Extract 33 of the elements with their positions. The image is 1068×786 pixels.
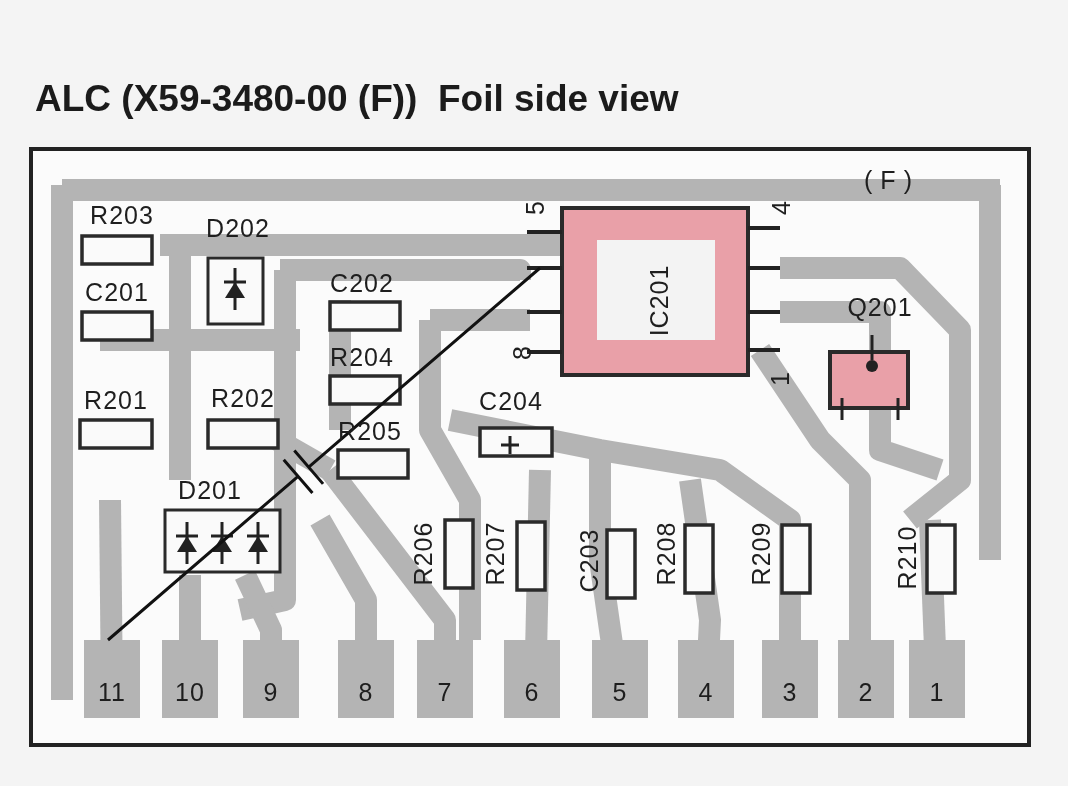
pin-number: 1 [767, 370, 793, 386]
terminal-number: 10 [175, 679, 205, 705]
board-version-label: (F) [864, 167, 920, 193]
diagram-title: ALC (X59-3480-00 (F)) Foil side view [35, 80, 679, 117]
component-label: R201 [84, 387, 148, 413]
terminal-number: 6 [524, 679, 540, 705]
terminal-number: 2 [858, 679, 874, 705]
component-label: D201 [178, 477, 242, 503]
terminal-number: 5 [612, 679, 628, 705]
terminal-number: 8 [358, 679, 374, 705]
component-label: R203 [90, 202, 154, 228]
component-label: R204 [330, 344, 394, 370]
component-label: IC201 [647, 264, 673, 336]
component-label: C201 [85, 279, 149, 305]
component-label: R210 [895, 525, 921, 589]
component-label: D202 [206, 215, 270, 241]
component-label: R206 [411, 521, 437, 585]
component-label: C202 [330, 270, 394, 296]
component-label: C204 [479, 388, 543, 414]
pin-number: 4 [768, 199, 794, 215]
terminal-number: 4 [698, 679, 714, 705]
terminal-number: 3 [782, 679, 798, 705]
component-label: C203 [577, 528, 603, 592]
terminal-number: 7 [437, 679, 453, 705]
terminal-number: 11 [98, 679, 126, 705]
component-label: R208 [654, 521, 680, 585]
terminal-number: 9 [263, 679, 279, 705]
component-label: Q201 [847, 294, 913, 320]
component-label: R209 [749, 521, 775, 585]
component-label: R207 [483, 521, 509, 585]
component-label: R202 [211, 385, 275, 411]
pin-number: 5 [522, 199, 548, 215]
terminal-number: 1 [929, 679, 945, 705]
